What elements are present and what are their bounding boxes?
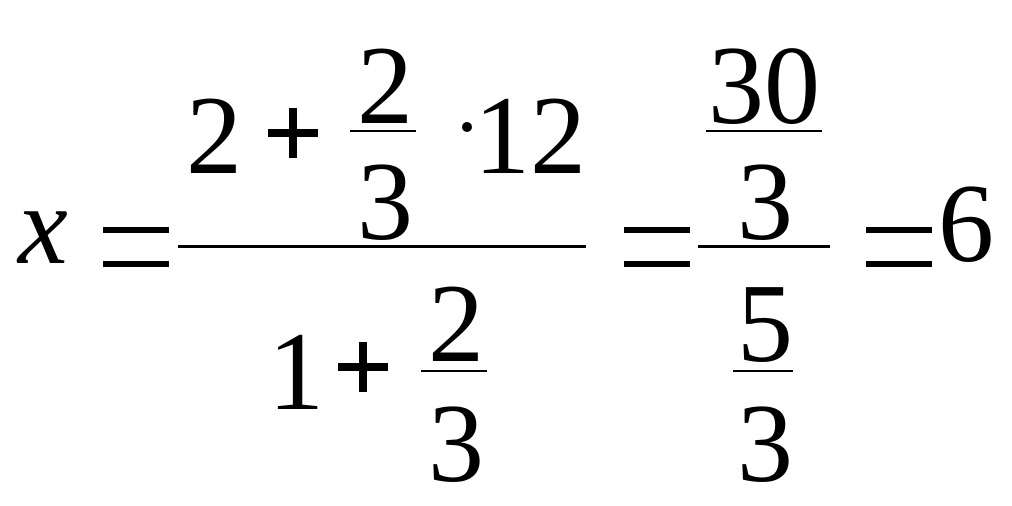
equals-sign-3	[866, 227, 932, 267]
frac2-num-numerator: 30	[708, 24, 820, 148]
frac2-den-denominator: 3	[737, 382, 793, 506]
frac1-den-plus	[338, 342, 388, 392]
frac1-num-inner-denominator: 3	[357, 140, 413, 264]
frac1-num-inner-bar	[350, 130, 416, 132]
frac1-num-factor: 12	[474, 74, 586, 198]
frac1-num-plus	[268, 108, 318, 158]
frac1-num-inner-numerator: 2	[357, 24, 413, 148]
frac2-num-bar	[706, 130, 822, 132]
equals-sign-2	[624, 227, 690, 267]
frac1-den-term: 1	[268, 310, 324, 434]
frac2-den-bar	[733, 370, 793, 372]
variable-x: x	[18, 164, 68, 288]
frac1-main-bar	[178, 245, 586, 248]
frac1-num-mult-dot	[462, 122, 472, 132]
frac1-den-inner-denominator: 3	[428, 382, 484, 506]
frac1-den-inner-numerator: 2	[428, 262, 484, 386]
frac1-den-inner-bar	[421, 370, 487, 372]
frac2-den-numerator: 5	[737, 262, 793, 386]
frac1-num-term: 2	[186, 74, 242, 198]
equation: x 2 2 3 12 1 2 3 30 3 5 3 6	[18, 24, 994, 500]
result-value: 6	[938, 162, 994, 286]
equals-sign-1	[103, 227, 169, 267]
frac2-num-denominator: 3	[737, 140, 793, 264]
frac2-main-bar	[698, 245, 830, 248]
